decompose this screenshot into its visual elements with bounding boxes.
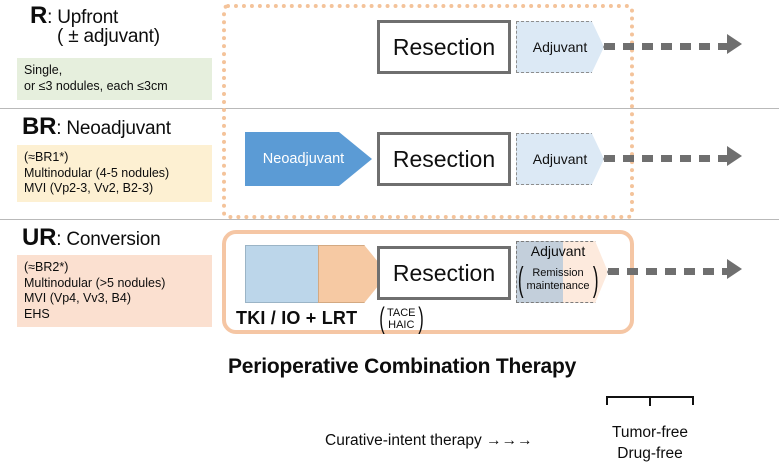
row-subtitle-r: ( ± adjuvant) [57, 26, 160, 47]
criteria-box-ur: (≈BR2*) Multinodular (>5 nodules) MVI (V… [17, 255, 212, 327]
adjuvant-chevron-ur-overlay [516, 241, 563, 303]
conversion-modalities-text: TACE HAIC [387, 306, 416, 332]
row-abbr-br: BR [22, 113, 57, 140]
perioperative-dotted-container [222, 4, 634, 219]
perioperative-solid-container [222, 230, 634, 334]
bracket-right-tip [692, 396, 694, 405]
row-colon-ur: : [56, 229, 62, 250]
row-abbr-ur: UR [22, 224, 57, 251]
followup-arrow-head-br [727, 146, 742, 166]
adjuvant-chevron-br-outline [516, 133, 604, 185]
adjuvant-chevron-r-outline [516, 21, 604, 73]
resection-box-br: Resection [377, 132, 511, 186]
followup-arrow-head-ur [727, 259, 742, 279]
adjuvant-chevron-br: Adjuvant [516, 133, 604, 185]
outcome-caption: Tumor-free Drug-free [611, 424, 689, 462]
followup-arrow-line-br [604, 155, 729, 162]
bracket-left-tip [606, 396, 608, 405]
adjuvant-remission-note-ur: ( Remission maintenance ) [516, 261, 600, 299]
row-heading-br: BR:Neoadjuvant [22, 113, 171, 141]
followup-arrow-line-ur [608, 268, 729, 275]
row-abbr-r: R [30, 2, 48, 29]
conversion-regimen-label: TKI / IO + LRT [236, 308, 358, 328]
right-paren-remission: ) [592, 261, 598, 299]
adjuvant-chevron-ur-outline [516, 241, 608, 303]
row-heading-r: R:Upfront [30, 2, 118, 30]
row-title-r: Upfront [57, 7, 119, 28]
criteria-box-br: (≈BR1*) Multinodular (4-5 nodules) MVI (… [17, 145, 212, 202]
row-colon-br: : [56, 118, 62, 139]
right-paren-modalities: ) [417, 302, 424, 335]
neoadjuvant-label-br: Neoadjuvant [262, 151, 345, 167]
row-separator-2 [0, 219, 779, 220]
bracket-top [606, 396, 694, 398]
row-title-ur: Conversion [66, 229, 161, 250]
curative-intent-caption: Curative-intent therapy →→→ [325, 432, 533, 449]
resection-box-r: Resection [377, 20, 511, 74]
row-colon-r: : [47, 7, 53, 28]
criteria-box-r: Single, or ≤3 nodules, each ≤3cm [17, 58, 212, 100]
left-paren-modalities: ( [379, 302, 385, 335]
adjuvant-remission-text: Remission maintenance [526, 267, 590, 292]
adjuvant-chevron-r: Adjuvant [516, 21, 604, 73]
tumor-free-bracket [606, 396, 694, 410]
row-separator-1 [0, 108, 779, 109]
row-subtitle-r-wrap: ( ± adjuvant) [57, 26, 160, 48]
conversion-modalities-group: ( TACE HAIC ) [377, 303, 426, 335]
figure-title: Perioperative Combination Therapy [228, 355, 577, 378]
row-title-br: Neoadjuvant [66, 118, 171, 139]
resection-box-ur: Resection [377, 246, 511, 300]
bracket-center-tick [649, 398, 651, 406]
followup-arrow-head-r [727, 34, 742, 54]
adjuvant-label-ur: Adjuvant [530, 243, 586, 259]
left-paren-remission: ( [518, 261, 524, 299]
row-heading-ur: UR:Conversion [22, 224, 161, 252]
followup-arrow-line-r [604, 43, 729, 50]
